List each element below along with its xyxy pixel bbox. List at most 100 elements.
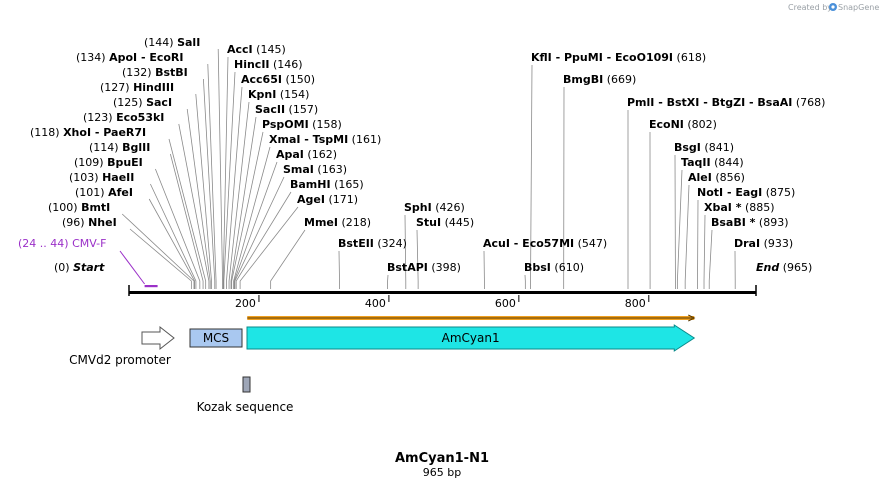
enzyme-site-bmgbi[interactable]: BmgBI (669): [563, 73, 636, 86]
enzyme-name: BstEII: [338, 237, 374, 250]
enzyme-site-xbai[interactable]: XbaI * (885): [704, 201, 775, 214]
svg-text:BmgBI (669): BmgBI (669): [563, 73, 636, 86]
svg-text:AccI (145): AccI (145): [227, 43, 286, 56]
svg-text:BsgI (841): BsgI (841): [674, 141, 734, 154]
enzyme-connector-line: [121, 213, 195, 289]
enzyme-site-eco53ki[interactable]: (123) Eco53kI: [83, 111, 164, 124]
enzyme-site-taqii[interactable]: TaqII (844): [681, 156, 744, 169]
enzyme-site-mmei[interactable]: MmeI (218): [304, 216, 371, 229]
ruler-tick-label: 400: [365, 297, 386, 310]
enzyme-site-saci[interactable]: (125) SacI: [113, 96, 172, 109]
enzyme-connector-line: [170, 153, 204, 289]
enzyme-site-acc65i[interactable]: Acc65I (150): [241, 73, 315, 86]
enzyme-site-acci[interactable]: AccI (145): [227, 43, 286, 56]
feature-mcs[interactable]: MCS: [189, 328, 243, 348]
feature-cmvd2-promoter[interactable]: CMVd2 promoter: [69, 325, 175, 367]
enzyme-connector-line: [338, 250, 340, 289]
enzyme-site-bsteii[interactable]: BstEII (324): [338, 237, 407, 250]
enzyme-name: SacI: [146, 96, 172, 109]
enzyme-site-sali[interactable]: (144) SalI: [144, 36, 200, 49]
enzyme-connector-line: [404, 214, 407, 289]
enzyme-name: AleI: [688, 171, 712, 184]
feature-label: AmCyan1: [442, 331, 500, 345]
enzyme-site-hincii[interactable]: HincII (146): [234, 58, 303, 71]
enzyme-connector-line: [233, 161, 278, 289]
enzyme-site-bmti[interactable]: (100) BmtI: [48, 201, 110, 214]
enzyme-position: (768): [792, 96, 825, 109]
enzyme-site-pmli-bstxi-btgzi-bsaai[interactable]: PmlI - BstXI - BtgZI - BsaAI (768): [627, 96, 825, 109]
enzyme-site-afei[interactable]: (101) AfeI: [75, 186, 133, 199]
svg-text:PmlI - BstXI - BtgZI - BsaAI: PmlI - BstXI - BtgZI - BsaAI (768): [627, 96, 825, 109]
enzyme-name: HincII: [234, 58, 270, 71]
enzyme-site-sacii[interactable]: SacII (157): [255, 103, 318, 116]
svg-text:ApaI (162): ApaI (162): [276, 148, 337, 161]
enzyme-name: MmeI: [304, 216, 338, 229]
enzyme-name: SphI: [404, 201, 432, 214]
enzyme-site-smai[interactable]: SmaI (163): [283, 163, 347, 176]
enzyme-site-apoi-ecori[interactable]: (134) ApoI - EcoRI: [76, 51, 184, 64]
enzyme-name: XbaI *: [704, 201, 742, 214]
enzyme-name: BmtI: [81, 201, 110, 214]
enzyme-connector-line: [217, 48, 223, 289]
svg-text:TaqII (844): TaqII (844): [681, 156, 744, 169]
enzyme-site-econi[interactable]: EcoNI (802): [649, 118, 717, 131]
enzyme-site-start[interactable]: (0) Start: [54, 261, 105, 274]
credit-brand: SnapGene: [838, 3, 879, 12]
enzyme-site-pspomi[interactable]: PspOMI (158): [262, 118, 342, 131]
primer-bar[interactable]: [144, 285, 158, 288]
enzyme-position: (669): [603, 73, 636, 86]
enzyme-position: (610): [551, 261, 584, 274]
enzyme-position: (163): [314, 163, 347, 176]
enzyme-site-noti-eagi[interactable]: NotI - EagI (875): [697, 186, 795, 199]
enzyme-site-bstapi[interactable]: BstAPI (398): [387, 261, 461, 274]
feature-label: MCS: [203, 331, 229, 345]
feature-amcyan1[interactable]: AmCyan1: [246, 324, 696, 352]
enzyme-position: (157): [285, 103, 318, 116]
enzyme-site-bsabi[interactable]: BsaBI * (893): [711, 216, 789, 229]
svg-text:XmaI - TspMI (161): XmaI - TspMI (161): [269, 133, 381, 146]
enzyme-site-bbsi[interactable]: BbsI (610): [524, 261, 584, 274]
enzyme-position: (123): [83, 111, 116, 124]
enzyme-site-xmai-tspmi[interactable]: XmaI - TspMI (161): [269, 133, 381, 146]
enzyme-name: NotI - EagI: [697, 186, 762, 199]
enzyme-name: Acc65I: [241, 73, 282, 86]
primer-cmv-f[interactable]: (24 .. 44) CMV-F: [18, 237, 158, 288]
enzyme-site-xhoi-paer7i[interactable]: (118) XhoI - PaeR7I: [30, 126, 146, 139]
enzyme-site-acui-eco57mi[interactable]: AcuI - Eco57MI (547): [483, 237, 607, 250]
feature-label: CMVd2 promoter: [69, 353, 171, 367]
enzyme-site-hindiii[interactable]: (127) HindIII: [100, 81, 174, 94]
enzyme-site-apai[interactable]: ApaI (162): [276, 148, 337, 161]
enzyme-connector-line: [129, 228, 192, 289]
enzyme-connector-line: [195, 93, 212, 289]
backbone-line: [129, 291, 756, 294]
enzyme-position: (150): [282, 73, 315, 86]
enzyme-site-haeii[interactable]: (103) HaeII: [69, 171, 134, 184]
enzyme-site-end[interactable]: End (965): [756, 261, 812, 274]
enzyme-site-stui[interactable]: StuI (445): [416, 216, 474, 229]
enzyme-name: SmaI: [283, 163, 314, 176]
enzyme-name: End: [756, 261, 779, 274]
enzyme-site-bsgi[interactable]: BsgI (841): [674, 141, 734, 154]
enzyme-site-kpni[interactable]: KpnI (154): [248, 88, 309, 101]
svg-text:BamHI (165): BamHI (165): [290, 178, 364, 191]
enzyme-name: SalI: [177, 36, 200, 49]
enzyme-site-kfli-ppumi-ecoo109i[interactable]: KflI - PpuMI - EcoO109I (618): [531, 51, 706, 64]
svg-text:StuI (445): StuI (445): [416, 216, 474, 229]
kozak-box: [242, 376, 251, 393]
enzyme-site-drai[interactable]: DraI (933): [734, 237, 793, 250]
enzyme-connector-line: [228, 101, 250, 289]
enzyme-site-nhei[interactable]: (96) NheI: [62, 216, 117, 229]
enzyme-site-bamhi[interactable]: BamHI (165): [290, 178, 364, 191]
orf-bar[interactable]: [247, 314, 696, 322]
enzyme-site-sphi[interactable]: SphI (426): [404, 201, 465, 214]
enzyme-position: (145): [253, 43, 286, 56]
enzyme-site-bstbi[interactable]: (132) BstBI: [122, 66, 188, 79]
enzyme-connector-line: [150, 183, 197, 289]
enzyme-site-agei[interactable]: AgeI (171): [297, 193, 358, 206]
enzyme-position: (100): [48, 201, 81, 214]
map-title: AmCyan1-N1: [395, 451, 489, 466]
enzyme-site-bpuei[interactable]: (109) BpuEI: [74, 156, 143, 169]
enzyme-site-bglii[interactable]: (114) BglII: [89, 141, 150, 154]
enzyme-site-alei[interactable]: AleI (856): [688, 171, 745, 184]
feature-kozak-sequence[interactable]: Kozak sequence: [197, 376, 294, 414]
